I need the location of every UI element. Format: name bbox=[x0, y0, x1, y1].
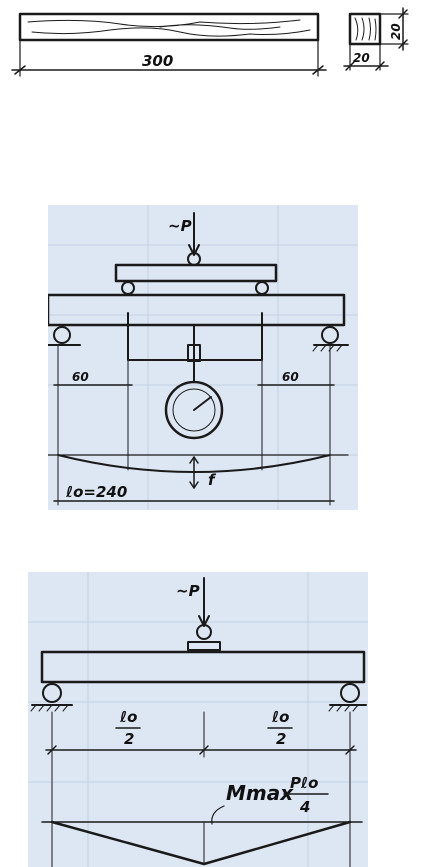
section-width-label: 20 bbox=[353, 51, 370, 65]
simple-beam bbox=[40, 650, 366, 684]
overhang-left-label: 60 bbox=[72, 370, 89, 384]
half-span-right-den: 2 bbox=[276, 730, 286, 748]
load-roller-right bbox=[255, 281, 269, 295]
moment-label: Mmax bbox=[226, 781, 294, 805]
half-span-right-num: ℓo bbox=[271, 708, 289, 726]
moment-diagram-figure: ~P ℓo 2 ℓo 2 Mmax Pℓo 4 bbox=[28, 572, 368, 867]
deflection-label: f bbox=[208, 471, 217, 489]
load-label: ~P bbox=[168, 217, 192, 235]
moment-den: 4 bbox=[299, 798, 310, 816]
span-label: ℓo=240 bbox=[65, 483, 127, 501]
half-span-left-den: 2 bbox=[124, 730, 134, 748]
moment-num: Pℓo bbox=[290, 774, 318, 792]
support-left-3 bbox=[42, 683, 62, 703]
spreader-beam bbox=[114, 263, 278, 283]
load-roller-left bbox=[121, 281, 135, 295]
support-left bbox=[53, 326, 71, 344]
moment-diagram bbox=[50, 820, 352, 866]
bending-test-setup-figure: ~P 60 60 bbox=[48, 205, 358, 510]
overhang-right-label: 60 bbox=[282, 370, 299, 384]
load-label-3: ~P bbox=[176, 582, 200, 600]
section-height-label: 20 bbox=[389, 23, 403, 40]
support-right bbox=[321, 326, 339, 344]
half-span-left-num: ℓo bbox=[119, 708, 137, 726]
length-label: 300 bbox=[142, 52, 173, 70]
specimen-figure: 300 20 20 bbox=[0, 0, 424, 90]
test-beam bbox=[48, 293, 346, 327]
support-right-3 bbox=[340, 683, 360, 703]
